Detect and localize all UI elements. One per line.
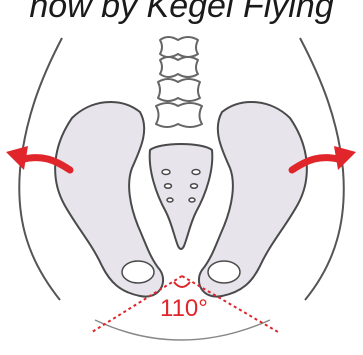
sacrum	[150, 144, 213, 249]
spine	[156, 37, 202, 127]
left-obturator	[122, 261, 154, 283]
right-obturator	[208, 261, 240, 283]
angle-label: 110°	[160, 296, 208, 322]
angle-marker	[174, 282, 190, 287]
angle-arc	[95, 320, 270, 340]
